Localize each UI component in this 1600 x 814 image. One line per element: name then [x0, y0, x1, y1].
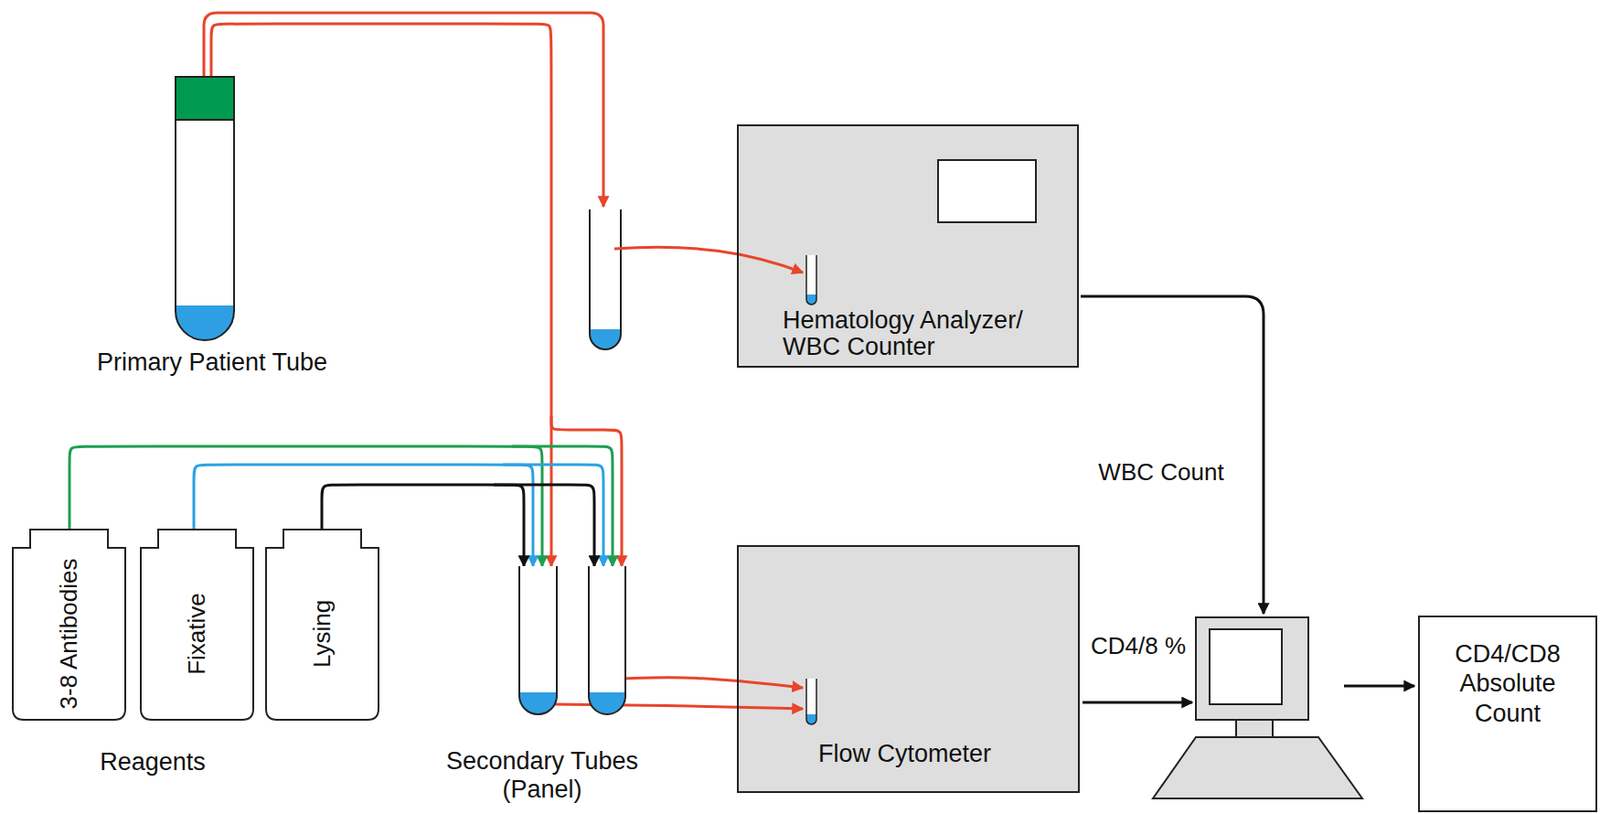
flow-line [493, 484, 595, 566]
aliquot-tube-body [589, 209, 621, 350]
sample-tube [806, 255, 817, 305]
signal-label: CD4/8 % [1084, 632, 1193, 661]
tube-body [588, 565, 626, 715]
primary-tube: Primary Patient Tube [79, 76, 345, 384]
result-box: CD4/CD8 Absolute Count [1418, 615, 1598, 812]
tube-liquid [588, 692, 626, 715]
reagent-label: 3-8 Antibodies [55, 558, 84, 710]
sample-tube [806, 678, 817, 725]
reagent-label: Lysing [309, 599, 337, 668]
analyzer-display [938, 160, 1036, 223]
reagent-bottle: Fixative [139, 528, 255, 721]
result-label: CD4/CD8 Absolute Count [1448, 639, 1568, 728]
flow-line [502, 464, 604, 566]
tube-outline [175, 76, 235, 341]
flow-line [551, 416, 622, 566]
label-slot: Reagents [61, 747, 245, 777]
sample-tube-body [806, 678, 817, 720]
flow-cytometer: Flow Cytometer [736, 544, 1080, 793]
tube-cap [175, 76, 235, 120]
tube-body [519, 565, 557, 715]
sample-transfer-arrow [614, 246, 803, 273]
instrument-label: Flow Cytometer [818, 739, 1056, 768]
computer-monitor [1195, 617, 1309, 720]
label-slot: WBC Count [1092, 458, 1230, 487]
bottle-outline [266, 529, 379, 720]
bottle-outline [12, 529, 126, 720]
tube-liquid [175, 305, 235, 341]
data-arrow [1344, 684, 1415, 688]
sample-tube-body [806, 255, 817, 300]
tube-liquid [519, 692, 557, 715]
tube-outline [588, 565, 626, 715]
computer-keyboard [1152, 736, 1363, 799]
signal-label: WBC Count [1092, 458, 1230, 487]
computer-stand [1236, 719, 1273, 737]
reagent-label: Fixative [183, 592, 212, 675]
flow-arrow [193, 464, 604, 566]
tube-outline [519, 565, 557, 715]
hematology-analyzer: Hematology Analyzer/ WBC Counter [736, 124, 1079, 368]
reagent-bottle: Lysing [265, 528, 380, 721]
data-arrow [1082, 701, 1193, 704]
aliquot-liquid [589, 329, 621, 350]
reagent-bottle: 3-8 Antibodies [11, 528, 127, 721]
primary-shape [79, 76, 345, 384]
instrument-fill [736, 124, 1079, 368]
label-slot: CD4/8 % [1084, 632, 1193, 661]
group-label: Reagents [61, 747, 245, 777]
tube-body [175, 76, 235, 341]
instrument-label: Hematology Analyzer/ WBC Counter [782, 307, 1057, 361]
bottle-outline [140, 529, 254, 720]
flow-line [620, 677, 803, 688]
tube-caption: Secondary Tubes (Panel) [432, 746, 652, 804]
aliquot-tube [589, 209, 621, 350]
data-arrow [1080, 296, 1264, 614]
secondary-tubes: Secondary Tubes (Panel) [432, 564, 652, 811]
flow-arrow [211, 23, 622, 566]
tube-caption: Primary Patient Tube [79, 348, 345, 377]
sample-transfer-arrow [203, 12, 604, 207]
instrument-fill [736, 544, 1080, 793]
box-fills [736, 124, 1080, 793]
computer-screen [1209, 629, 1282, 704]
